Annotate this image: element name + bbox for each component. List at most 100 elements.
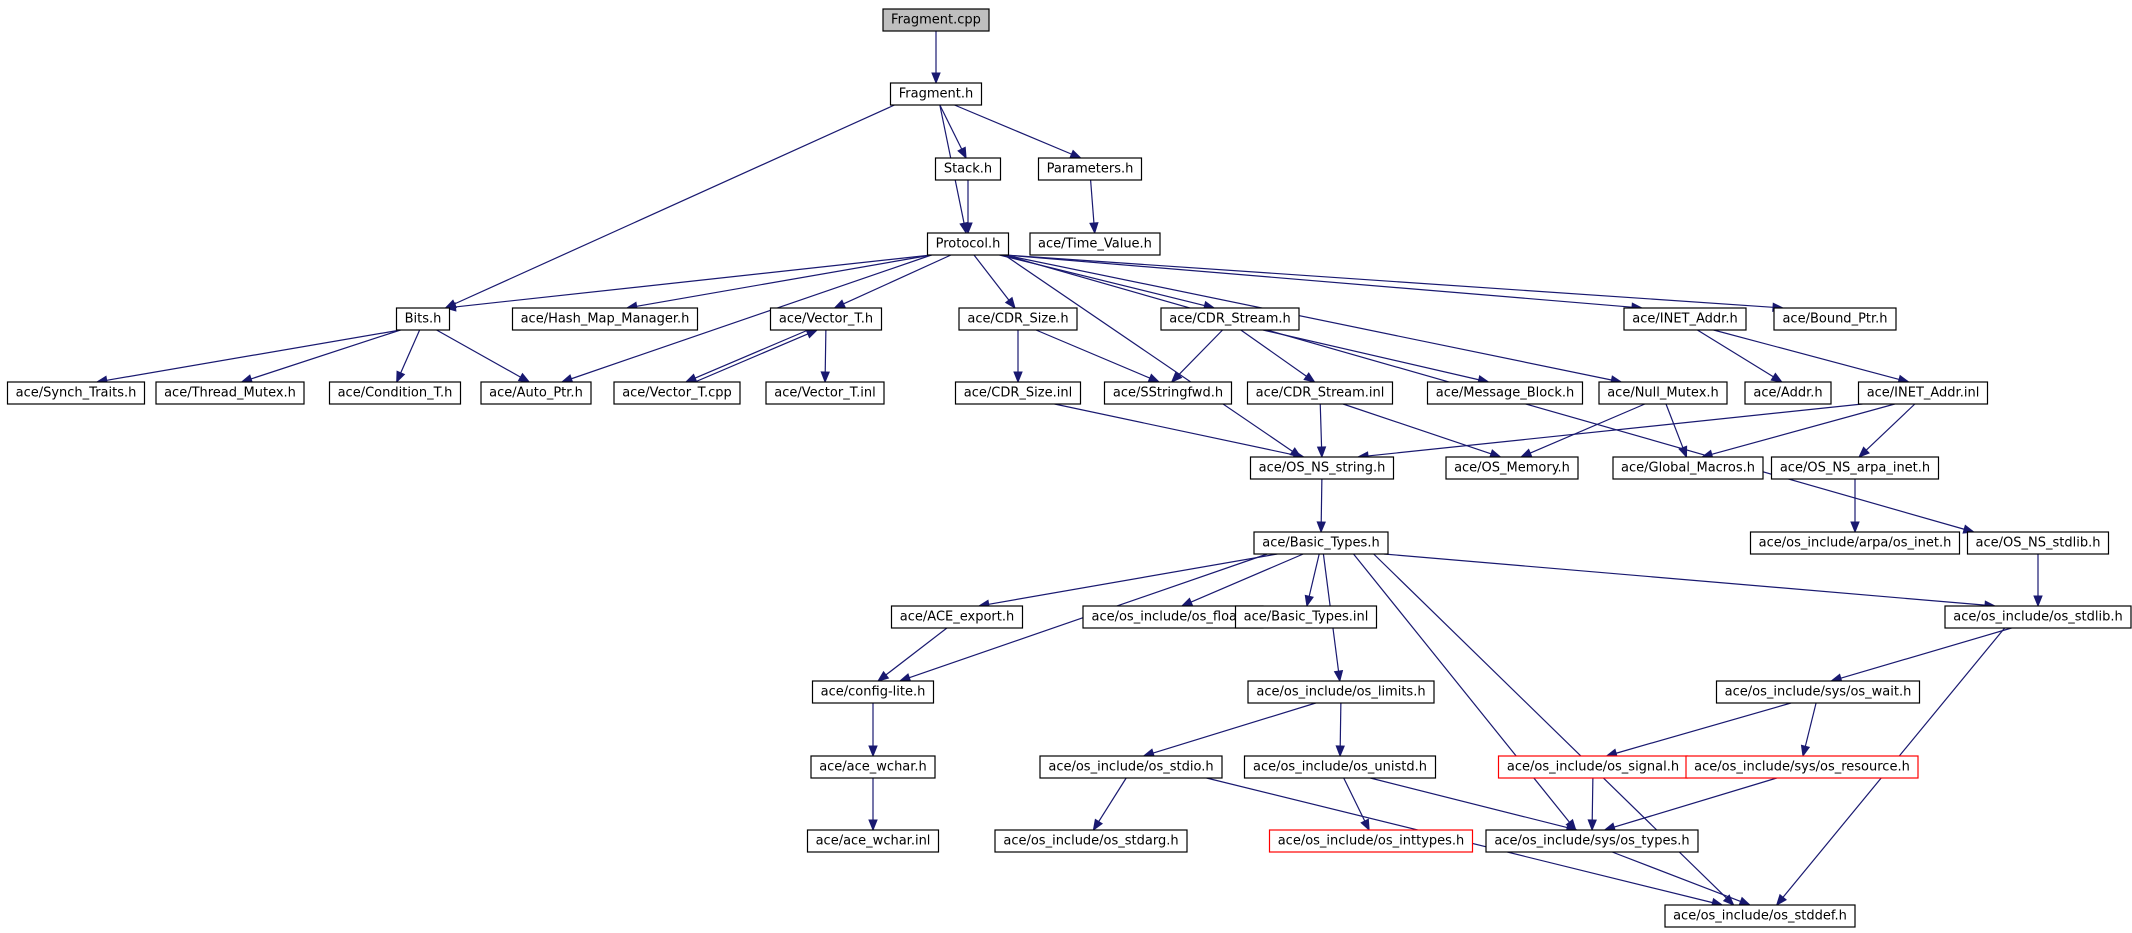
node-cdr-stream-h[interactable]: ace/CDR_Stream.h — [1160, 307, 1300, 331]
node-box — [1664, 904, 1856, 928]
node-protocol-h[interactable]: Protocol.h — [926, 232, 1010, 256]
node-sstringfwd-h[interactable]: ace/SStringfwd.h — [1103, 381, 1233, 405]
node-box — [934, 157, 1002, 181]
edge-line — [106, 329, 401, 381]
edge-line — [1840, 627, 2012, 679]
node-label: ace/Synch_Traits.h — [16, 386, 137, 401]
edge-bits-h-to-auto-ptr-h — [436, 329, 531, 383]
node-sys-os-resource-h[interactable]: ace/os_include/sys/os_resource.h — [1685, 755, 1919, 779]
node-inet-addr-inl[interactable]: ace/INET_Addr.inl — [1857, 381, 1989, 405]
node-sys-os-wait-h[interactable]: ace/os_include/sys/os_wait.h — [1715, 680, 1921, 704]
node-box — [6, 381, 146, 405]
node-os-signal-h[interactable]: ace/os_include/os_signal.h — [1497, 755, 1689, 779]
edge-line — [1098, 777, 1127, 822]
node-os-limits-h[interactable]: ace/os_include/os_limits.h — [1247, 680, 1435, 704]
node-os-stdarg-h[interactable]: ace/os_include/os_stdarg.h — [994, 829, 1188, 853]
node-fragment-h[interactable]: Fragment.h — [889, 82, 983, 106]
node-os-stdio-h[interactable]: ace/os_include/os_stdio.h — [1039, 755, 1223, 779]
edge-arrowhead — [868, 819, 878, 832]
node-os-float-h[interactable]: ace/os_include/os_float.h — [1082, 605, 1264, 629]
node-addr-h[interactable]: ace/Addr.h — [1744, 381, 1832, 405]
edge-arrowhead — [1089, 222, 1099, 235]
node-ace-wchar-h[interactable]: ace/ace_wchar.h — [810, 755, 936, 779]
node-box — [480, 381, 592, 405]
edge-protocol-h-to-hash-map-manager-h — [625, 254, 932, 311]
node-auto-ptr-h[interactable]: ace/Auto_Ptr.h — [480, 381, 592, 405]
edge-arrowhead — [963, 222, 973, 235]
node-label: ace/Basic_Types.inl — [1244, 610, 1369, 625]
edge-arrowhead — [1147, 373, 1161, 383]
node-bound-ptr-h[interactable]: ace/Bound_Ptr.h — [1773, 307, 1897, 331]
edge-line — [400, 329, 421, 374]
node-os-inttypes-h[interactable]: ace/os_include/os_inttypes.h — [1268, 829, 1474, 853]
node-ace-wchar-inl[interactable]: ace/ace_wchar.inl — [806, 829, 940, 853]
node-cdr-stream-inl[interactable]: ace/CDR_Stream.inl — [1246, 381, 1394, 405]
edge-line — [571, 254, 932, 380]
node-time-value-h[interactable]: ace/Time_Value.h — [1029, 232, 1161, 256]
node-null-mutex-h[interactable]: ace/Null_Mutex.h — [1598, 381, 1728, 405]
node-arpa-os-inet-h[interactable]: ace/os_include/arpa/os_inet.h — [1749, 531, 1961, 555]
node-box — [810, 755, 936, 779]
node-label: ace/os_include/sys/os_wait.h — [1725, 685, 1912, 700]
node-bits-h[interactable]: Bits.h — [395, 307, 451, 331]
node-os-ns-string-h[interactable]: ace/OS_NS_string.h — [1249, 456, 1395, 480]
edge-config-lite-h-to-ace-wchar-h — [868, 703, 878, 758]
node-os-stddef-h[interactable]: ace/os_include/os_stddef.h — [1664, 904, 1856, 928]
edge-arrowhead — [1587, 819, 1597, 832]
node-sys-os-types-h[interactable]: ace/os_include/sys/os_types.h — [1485, 829, 1699, 853]
node-cdr-size-inl[interactable]: ace/CDR_Size.inl — [954, 381, 1082, 405]
node-stack-h[interactable]: Stack.h — [934, 157, 1002, 181]
node-fragment-cpp[interactable]: Fragment.cpp — [882, 8, 990, 32]
node-label: ace/Message_Block.h — [1436, 386, 1575, 401]
edge-line — [843, 254, 952, 305]
edge-fragment-h-to-bits-h — [444, 104, 895, 309]
edge-arrowhead — [1335, 745, 1345, 758]
edge-cdr-stream-h-to-message-block-h — [1262, 329, 1490, 385]
node-global-macros-h[interactable]: ace/Global_Macros.h — [1612, 456, 1764, 480]
node-config-lite-h[interactable]: ace/config-lite.h — [811, 680, 935, 704]
node-label: ace/os_include/os_float.h — [1091, 610, 1254, 625]
node-label: ace/os_include/os_stdarg.h — [1003, 834, 1178, 849]
node-hash-map-manager-h[interactable]: ace/Hash_Map_Manager.h — [511, 307, 699, 331]
node-os-ns-stdlib-h[interactable]: ace/OS_NS_stdlib.h — [1966, 531, 2110, 555]
edge-line — [1530, 403, 1646, 454]
node-vector-t-cpp[interactable]: ace/Vector_T.cpp — [613, 381, 741, 405]
node-message-block-h[interactable]: ace/Message_Block.h — [1426, 381, 1584, 405]
edge-vector-t-h-to-vector-t-inl — [820, 329, 830, 384]
edge-line — [694, 333, 809, 383]
edge-cdr-size-inl-to-os-ns-string-h — [1054, 403, 1306, 460]
edge-arrowhead — [833, 299, 847, 309]
edge-protocol-h-to-null-mutex-h — [1004, 254, 1623, 385]
node-box — [765, 381, 885, 405]
node-box — [769, 307, 883, 331]
node-cdr-size-h[interactable]: ace/CDR_Size.h — [958, 307, 1078, 331]
node-os-ns-arpa-inet-h[interactable]: ace/OS_NS_arpa_inet.h — [1770, 456, 1940, 480]
edge-line — [1591, 777, 1594, 821]
node-basic-types-h[interactable]: ace/Basic_Types.h — [1253, 531, 1389, 555]
node-condition-t-h[interactable]: ace/Condition_T.h — [328, 381, 462, 405]
node-vector-t-h[interactable]: ace/Vector_T.h — [769, 307, 883, 331]
node-parameters-h[interactable]: Parameters.h — [1037, 157, 1143, 181]
node-vector-t-inl[interactable]: ace/Vector_T.inl — [765, 381, 885, 405]
edge-line — [454, 104, 895, 305]
node-ace-export-h[interactable]: ace/ACE_export.h — [890, 605, 1024, 629]
node-os-memory-h[interactable]: ace/OS_Memory.h — [1445, 456, 1579, 480]
node-box — [1037, 157, 1143, 181]
edge-line — [1367, 403, 1863, 457]
node-synch-traits-h[interactable]: ace/Synch_Traits.h — [6, 381, 146, 405]
edge-line — [885, 627, 948, 676]
node-thread-mutex-h[interactable]: ace/Thread_Mutex.h — [155, 381, 305, 405]
edge-sys-os-wait-h-to-os-signal-h — [1605, 702, 1792, 758]
edge-arrowhead — [1678, 445, 1688, 459]
node-basic-types-inl[interactable]: ace/Basic_Types.inl — [1234, 605, 1378, 629]
edge-arrowhead — [1775, 893, 1788, 907]
edge-line — [1353, 553, 1570, 823]
node-os-unistd-h[interactable]: ace/os_include/os_unistd.h — [1243, 755, 1437, 779]
edge-protocol-h-to-vector-t-h — [833, 254, 952, 309]
node-os-stdlib-h[interactable]: ace/os_include/os_stdlib.h — [1944, 605, 2132, 629]
edge-parameters-h-to-time-value-h — [1089, 179, 1099, 235]
node-box — [1426, 381, 1584, 405]
edge-line — [973, 254, 1010, 301]
node-inet-addr-h[interactable]: ace/INET_Addr.h — [1623, 307, 1747, 331]
